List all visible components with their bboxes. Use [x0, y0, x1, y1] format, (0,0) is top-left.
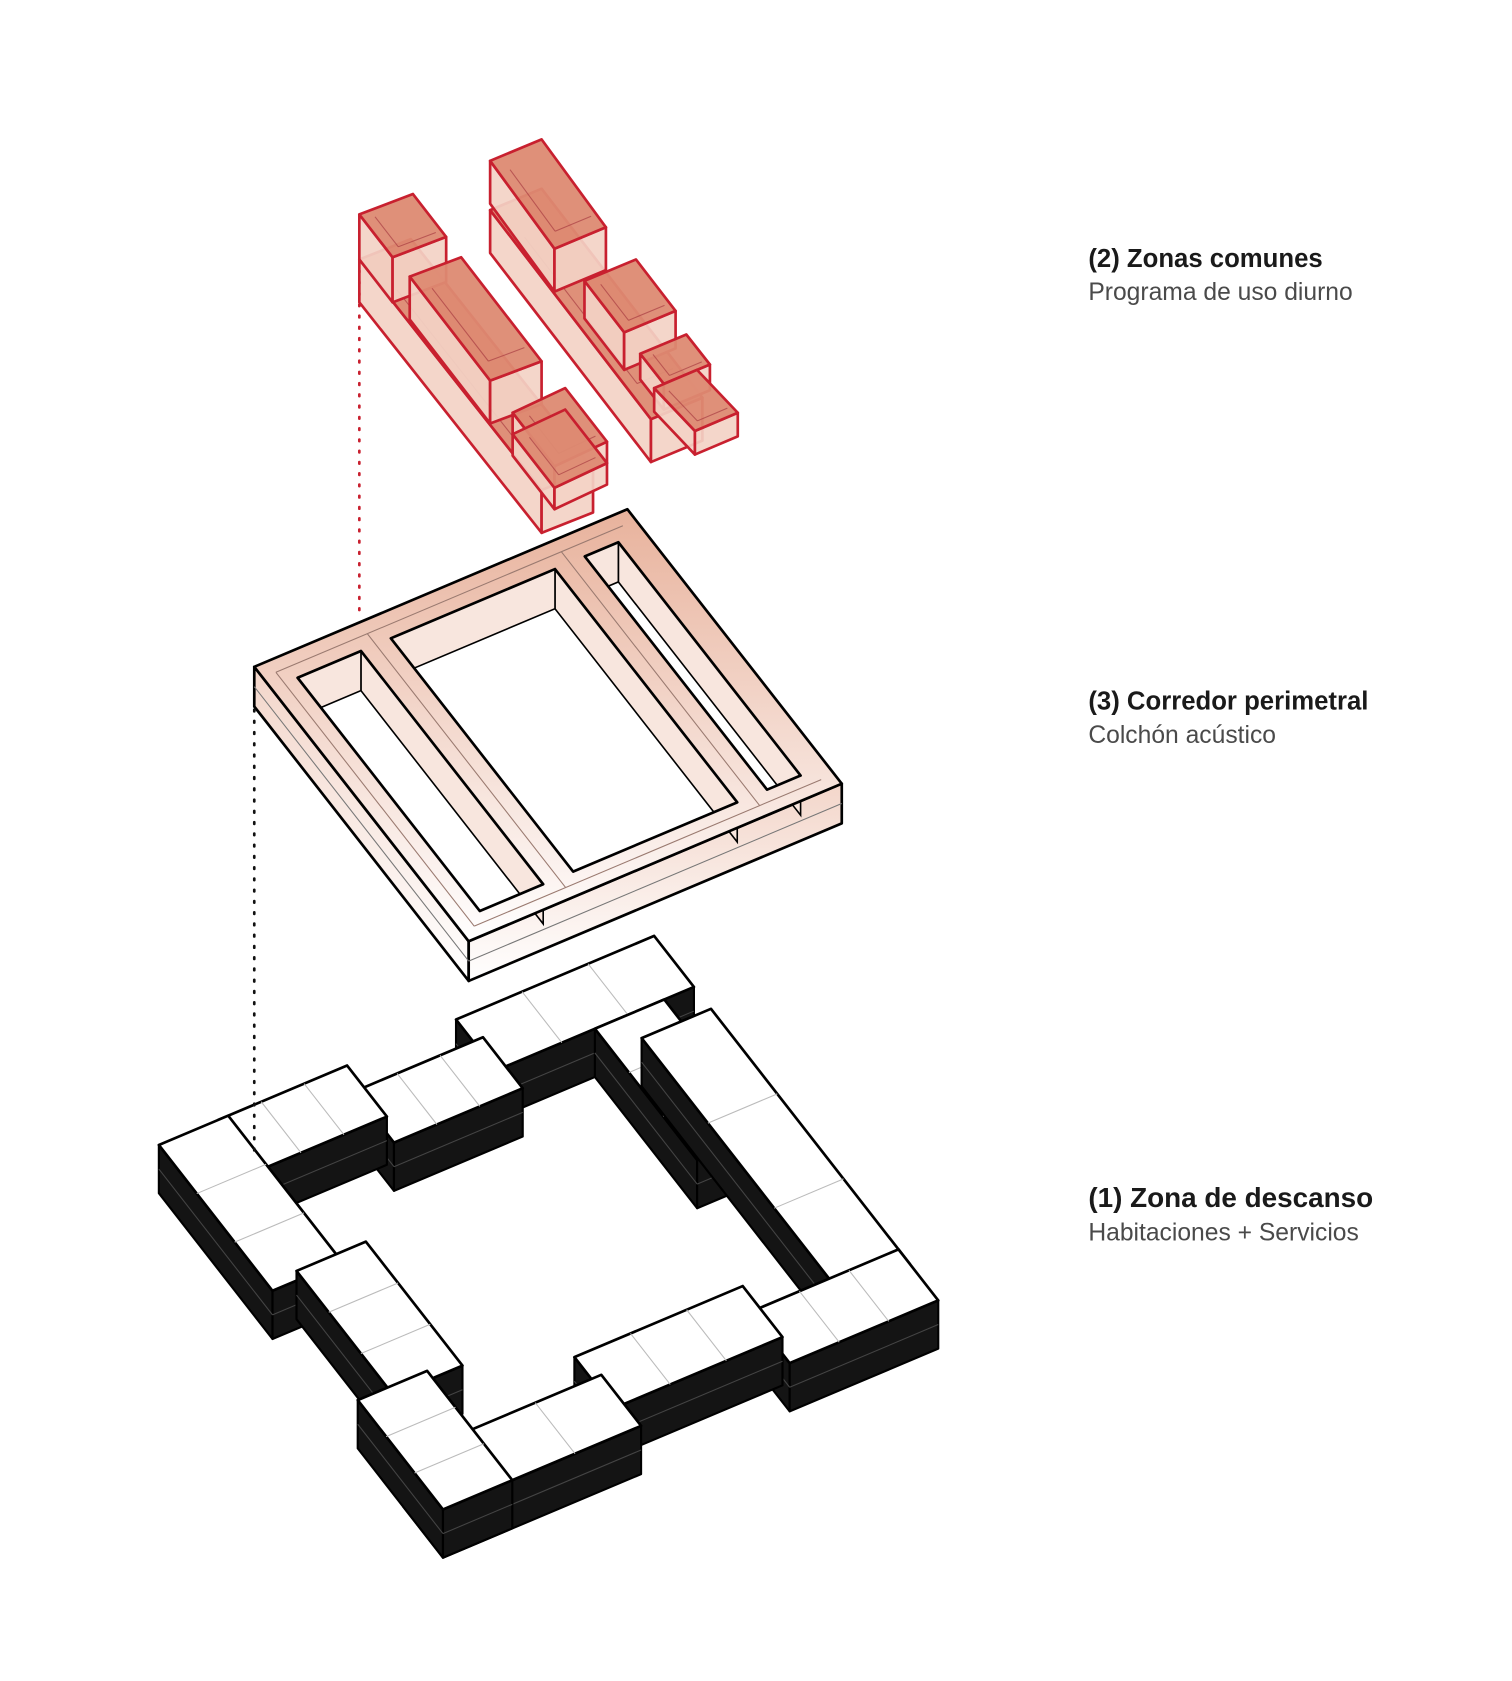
partition-line — [303, 1083, 345, 1136]
partition-line — [385, 1406, 456, 1438]
partition-line — [587, 963, 629, 1016]
corridor-lane-line — [474, 779, 822, 927]
common-zones-layer — [357, 138, 740, 535]
inner-edge — [398, 232, 437, 248]
label-subtitle: Programa de uso diurno — [1088, 279, 1352, 306]
label-title: (1) Zona de descanso — [1088, 1182, 1373, 1213]
inner-edge — [697, 407, 728, 422]
projection-guides — [252, 258, 361, 1158]
partition-line — [414, 1443, 485, 1474]
floor-line — [594, 1052, 698, 1185]
common-zone-volume — [488, 138, 608, 293]
floor-line — [253, 686, 470, 962]
floor-line — [468, 803, 842, 962]
room-block — [356, 1369, 514, 1559]
inner-edge — [600, 283, 629, 321]
corridor-lane-line — [560, 551, 761, 806]
inner-edge — [528, 436, 560, 476]
room-block — [157, 1114, 344, 1341]
inner-edge — [554, 215, 592, 232]
common-zone-volume — [652, 368, 740, 456]
label-title: (2) Zonas comunes — [1088, 245, 1322, 273]
partition-line — [534, 1402, 576, 1455]
corridor-lane-line — [275, 671, 475, 927]
label-title: (3) Corredor perimetral — [1088, 688, 1368, 716]
volume-top-face — [357, 192, 448, 259]
floor-line — [158, 1168, 273, 1316]
inner-edge — [431, 288, 489, 362]
partition-line — [686, 1309, 727, 1362]
partition-line — [234, 1212, 305, 1243]
partition-line — [848, 1269, 890, 1322]
volume-top-face — [511, 408, 609, 490]
inner-edge — [669, 361, 702, 376]
common-zone-volume — [583, 258, 677, 372]
floor-line — [789, 1324, 939, 1388]
partition-line — [774, 1178, 844, 1209]
label-rest-zone: (1) Zona de descanso Habitaciones + Serv… — [1088, 1182, 1373, 1246]
partition-line — [396, 1073, 438, 1125]
floor-line — [641, 1061, 841, 1318]
partition-line — [439, 1055, 481, 1107]
partition-line — [260, 1101, 302, 1154]
inner-edge — [558, 457, 596, 476]
inner-edge — [628, 304, 665, 321]
corridor-lane-line — [366, 633, 567, 888]
inner-edge — [668, 390, 698, 422]
partition-line — [196, 1163, 267, 1195]
floor-line — [442, 1503, 513, 1535]
inner-edge — [488, 347, 525, 362]
corridor-lane-line — [275, 525, 624, 673]
partition-line — [521, 991, 563, 1044]
volume-top-face — [583, 258, 677, 334]
rest-zone-layer — [157, 934, 940, 1559]
partition-line — [707, 1093, 778, 1124]
volume-top-face — [652, 368, 740, 433]
partition-line — [360, 1323, 431, 1355]
block-top-face — [295, 1240, 464, 1397]
floor-line — [613, 1360, 783, 1433]
common-zone-volume — [511, 408, 609, 511]
inner-edge — [374, 216, 399, 248]
perimeter-corridor-layer — [252, 507, 844, 983]
label-subtitle: Colchón acústico — [1088, 722, 1276, 749]
partition-line — [328, 1282, 399, 1313]
partition-line — [798, 1290, 840, 1343]
floor-line — [357, 1423, 444, 1534]
inner-edge — [652, 354, 670, 376]
common-zone-volume — [408, 255, 543, 425]
volume-top-face — [488, 138, 608, 251]
label-common-zones: (2) Zonas comunes Programa de uso diurno — [1088, 245, 1352, 306]
label-subtitle: Habitaciones + Servicios — [1088, 1219, 1359, 1246]
volume-top-face — [408, 255, 543, 382]
label-perimeter-corridor: (3) Corredor perimetral Colchón acústico — [1088, 688, 1368, 749]
inner-edge — [509, 169, 556, 232]
partition-line — [630, 1333, 671, 1385]
floor-line — [393, 1111, 523, 1168]
